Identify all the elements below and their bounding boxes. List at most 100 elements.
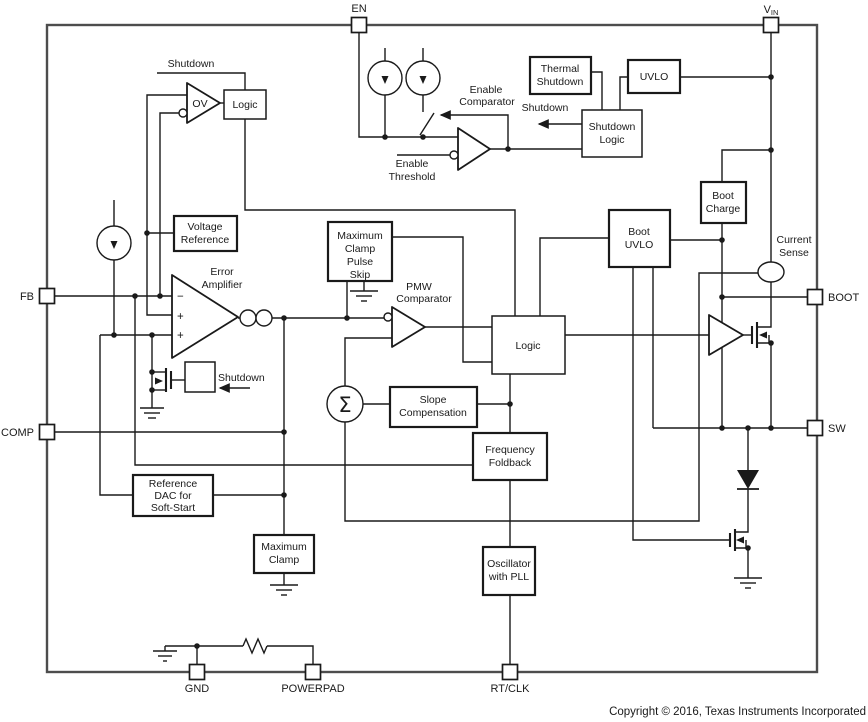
ov-inverting-bubble	[178, 108, 188, 118]
ground-icon	[734, 577, 762, 589]
pin-en	[350, 16, 368, 34]
ground-icon	[270, 584, 298, 596]
ground-icon	[140, 407, 164, 419]
block-oscillator	[481, 545, 537, 597]
pin-label-sw: SW	[828, 423, 846, 435]
svg-text:Skip: Skip	[350, 269, 371, 281]
resistor	[242, 637, 268, 655]
wiring	[55, 33, 807, 665]
svg-text:Pulse: Pulse	[347, 256, 373, 268]
current-sense-element	[757, 261, 785, 283]
ea-minus-sign: −	[177, 291, 184, 303]
chip-outline	[45, 23, 819, 674]
error-amplifier	[171, 274, 239, 359]
signal-arrows	[218, 110, 582, 393]
ea-plus-sign: +	[177, 311, 184, 323]
block-thermal-shutdown	[528, 55, 593, 96]
svg-text:Foldback: Foldback	[489, 457, 532, 469]
svg-text:Enable: Enable	[470, 84, 503, 96]
label-ov-logic: Logic	[232, 99, 257, 111]
copyright-text: Copyright © 2016, Texas Instruments Inco…	[609, 706, 866, 718]
block-voltage-reference	[172, 214, 239, 253]
pin-label-comp: COMP	[1, 427, 34, 439]
block-ov-logic	[223, 89, 267, 120]
svg-text:Frequency: Frequency	[485, 444, 535, 456]
pins	[38, 16, 824, 681]
summing-node	[326, 385, 364, 423]
low-side-fet	[728, 529, 737, 551]
current-sources	[96, 60, 441, 261]
label-ea-shutdown: Shutdown	[218, 372, 265, 384]
block-slope-compensation	[388, 385, 479, 429]
gm-output-symbol	[255, 309, 273, 327]
block-uvlo	[626, 58, 682, 95]
current-source-icon	[367, 60, 403, 96]
svg-text:Maximum: Maximum	[261, 541, 307, 553]
pin-label-vin: VIN	[764, 4, 779, 17]
svg-text:Compensation: Compensation	[399, 407, 467, 419]
svg-text:Clamp: Clamp	[345, 243, 376, 255]
svg-text:Logic: Logic	[599, 134, 624, 146]
high-side-fet	[750, 322, 759, 348]
ea-plus-sign: +	[177, 330, 184, 342]
shutdown-fet	[164, 368, 173, 392]
pin-powerpad	[304, 663, 322, 681]
svg-text:Sense: Sense	[779, 247, 809, 259]
gm-output-symbol	[239, 309, 257, 327]
enable-inverting-bubble	[449, 150, 459, 160]
pin-label-fb: FB	[20, 291, 34, 303]
block-boot-charge	[699, 180, 748, 225]
svg-text:Soft-Start: Soft-Start	[151, 502, 195, 514]
junction-dots	[111, 74, 774, 649]
gate-driver	[708, 314, 744, 356]
ground-icon	[350, 290, 378, 302]
svg-text:UVLO: UVLO	[640, 71, 669, 83]
pmw-inverting-bubble	[383, 312, 393, 322]
svg-text:Reference: Reference	[181, 234, 230, 246]
svg-text:DAC for: DAC for	[154, 490, 192, 502]
svg-text:Oscillator: Oscillator	[487, 558, 531, 570]
pin-labels: EN VIN FB COMP BOOT SW GND POWERPAD RT/C…	[1, 3, 859, 695]
svg-text:with PLL: with PLL	[488, 571, 529, 583]
current-source-icon	[405, 60, 441, 96]
pin-label-rtclk: RT/CLK	[491, 683, 531, 695]
block-maximum-clamp	[252, 533, 316, 575]
pin-vin	[762, 16, 780, 34]
current-source-icon	[96, 225, 132, 261]
pin-label-gnd: GND	[185, 683, 210, 695]
svg-text:Maximum: Maximum	[337, 230, 383, 242]
pmw-comparator	[391, 306, 426, 348]
pin-boot	[806, 288, 824, 306]
svg-text:Charge: Charge	[706, 203, 741, 215]
block-frequency-foldback	[471, 431, 549, 482]
ov-comparator	[186, 82, 221, 124]
block-maximum-clamp-pulse-skip	[326, 220, 394, 283]
svg-text:Clamp: Clamp	[269, 554, 300, 566]
ground-icon	[153, 650, 177, 662]
svg-text:Voltage: Voltage	[187, 221, 222, 233]
svg-text:Boot: Boot	[712, 190, 734, 202]
svg-text:Boot: Boot	[628, 226, 650, 238]
svg-text:Reference: Reference	[149, 478, 198, 490]
svg-text:Shutdown: Shutdown	[589, 121, 636, 133]
svg-text:Threshold: Threshold	[389, 171, 436, 183]
hysteresis-feedback-arrow	[439, 110, 509, 149]
svg-text:Error: Error	[210, 266, 234, 278]
label-logic: Logic	[515, 340, 540, 352]
enable-comparator	[457, 127, 491, 171]
svg-text:Shutdown: Shutdown	[537, 76, 584, 88]
pin-rtclk	[501, 663, 519, 681]
svg-text:Amplifier: Amplifier	[202, 279, 243, 291]
svg-text:Thermal: Thermal	[541, 63, 580, 75]
pin-label-boot: BOOT	[828, 292, 859, 304]
block-shutdown-logic	[581, 109, 643, 158]
catch-diode	[737, 470, 759, 490]
svg-text:Comparator: Comparator	[396, 293, 452, 305]
svg-text:Enable: Enable	[396, 158, 429, 170]
svg-text:Comparator: Comparator	[459, 96, 515, 108]
sigma-symbol: Σ	[338, 393, 351, 417]
svg-text:UVLO: UVLO	[625, 239, 654, 251]
svg-text:PMW: PMW	[406, 281, 432, 293]
